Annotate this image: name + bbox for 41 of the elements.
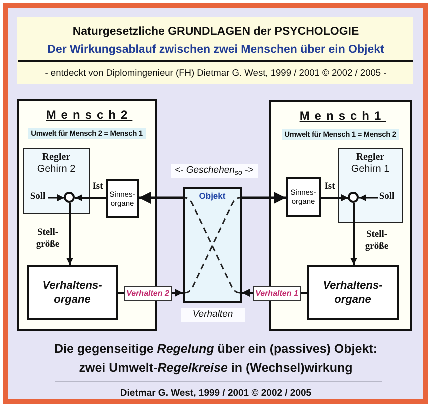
controller-heading: Regler — [42, 152, 71, 164]
controller-name: Gehirn 2 — [37, 164, 76, 176]
arrow — [66, 204, 74, 265]
panel-heading: Mensch2 — [45, 108, 133, 123]
arrow — [48, 194, 64, 202]
setpoint-text: Soll — [28, 190, 48, 204]
summing-junction — [64, 192, 75, 203]
edge-label: Ist — [92, 181, 104, 193]
controller-name: Gehirn 1 — [351, 164, 390, 176]
controller-box — [338, 148, 403, 223]
arrow — [139, 192, 183, 204]
connector-line — [301, 292, 307, 294]
behavior-organs-box: Verhaltens- organe — [307, 265, 399, 320]
event-label: <- Geschehen$_{so}$ -> — [171, 164, 258, 178]
arrow — [172, 289, 183, 297]
footer-credit: Dietmar G. West, 1999 / 2001 © 2002 / 2005 — [120, 388, 312, 400]
behavior-tag: Verhalten 1 — [253, 286, 301, 301]
setpoint-text: Soll — [378, 190, 396, 204]
arrow — [242, 192, 286, 204]
connector-line — [118, 292, 124, 294]
edge-label: Stell- größe — [364, 229, 390, 254]
behavior-organs-box: Verhaltens- organe — [27, 265, 118, 320]
edge-label: Ist — [324, 181, 336, 193]
arrow — [321, 194, 348, 202]
behavior-tag: Verhalten 2 — [124, 286, 172, 301]
edge-label: Stell- größe — [35, 227, 61, 252]
diagram-title: Naturgesetzliche GRUNDLAGEN der PSYCHOLOGIE — [72, 25, 360, 39]
panel-heading: Mensch1 — [298, 109, 386, 124]
diagram-subtitle: Der Wirkungsablauf zwischen zwei Menschen über ein Objekt — [48, 43, 384, 57]
node-caption: Verhalten — [181, 308, 245, 322]
summing-junction — [348, 192, 359, 203]
arrow — [350, 204, 358, 265]
author-credit: - entdeckt von Diplomingenieur (FH) Dietmar G. West, 1999 / 2001 © 2002 / 2005 - — [45, 67, 387, 79]
arrow — [76, 194, 106, 202]
controller-box — [23, 148, 90, 214]
diagram-caption: Die gegenseitige Regelung über ein (passives) Objekt: zwei Umwelt-Regelkreise in (Wechsel)wirkung — [53, 341, 378, 377]
controller-heading: Regler — [356, 152, 385, 164]
object-title: Objekt — [199, 191, 226, 202]
arrow — [360, 194, 378, 202]
object-box — [183, 187, 242, 303]
arrow — [242, 289, 253, 297]
